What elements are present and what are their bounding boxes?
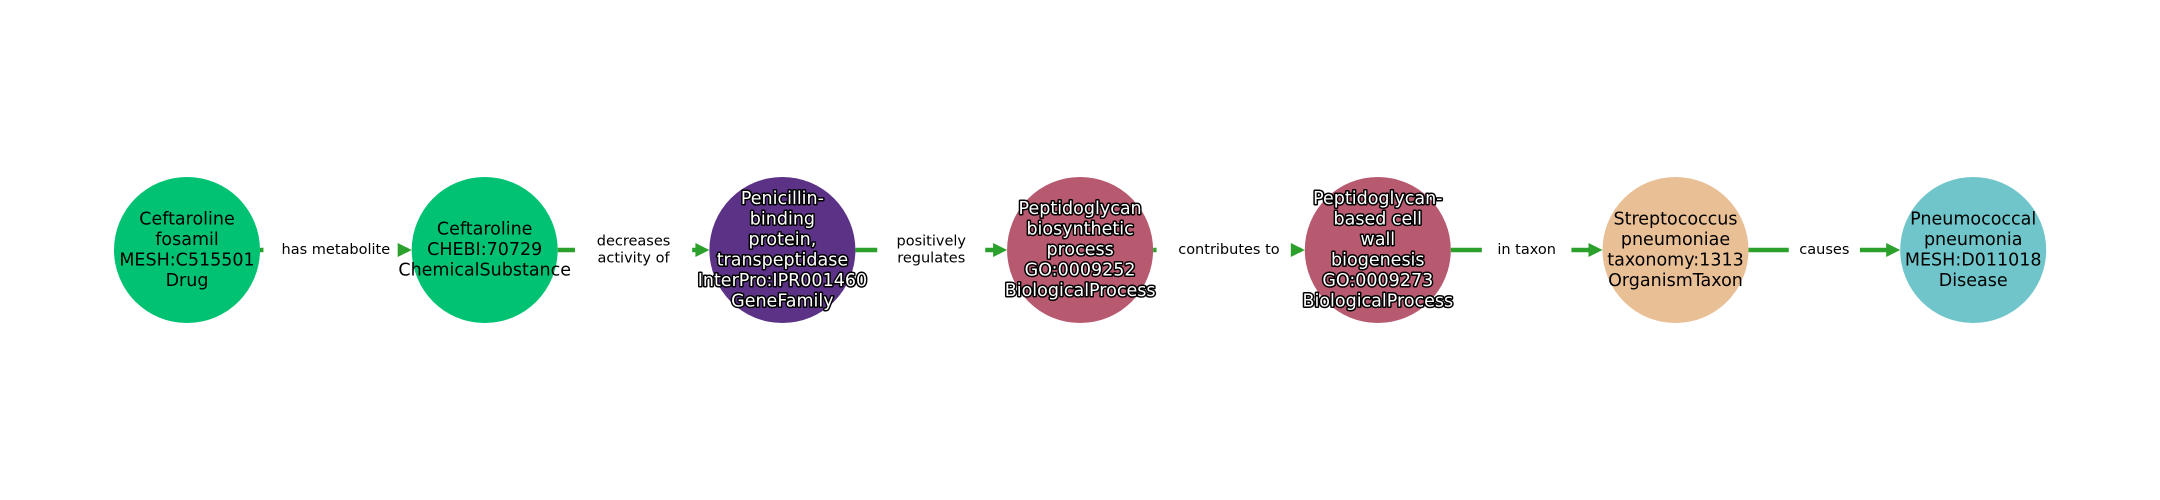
- edge-label: in taxon: [1497, 242, 1556, 258]
- node-label: Pneumococcal: [1910, 209, 2036, 229]
- node-circle[interactable]: [709, 177, 856, 323]
- node-label: Penicillin-: [741, 189, 824, 209]
- edge: has metabolite: [260, 242, 412, 258]
- node-circle[interactable]: [1007, 177, 1154, 323]
- arrowhead-icon: [1290, 243, 1305, 257]
- node-circle[interactable]: [1900, 177, 2047, 323]
- graph-node[interactable]: Peptidoglycan-based cellwallbiogenesisGO…: [1301, 177, 1455, 323]
- graph-node[interactable]: PeptidoglycanbiosyntheticprocessGO:00092…: [1003, 177, 1157, 323]
- arrowhead-icon: [1886, 243, 1901, 257]
- arrowhead-icon: [695, 243, 710, 257]
- node-label: GeneFamily: [731, 291, 834, 311]
- node-label: biogenesis: [1331, 250, 1425, 270]
- edge-label: has metabolite: [282, 242, 391, 258]
- node-label: based cell: [1334, 209, 1423, 229]
- edge: contributes to: [1153, 242, 1305, 258]
- node-label: Ceftaroline: [437, 220, 533, 240]
- node-label: protein,: [749, 230, 817, 250]
- edge-label: contributes to: [1178, 242, 1280, 258]
- node-label: BiologicalProcess: [1302, 291, 1453, 311]
- node-circle[interactable]: [1304, 177, 1451, 323]
- node-label: ChemicalSubstance: [398, 261, 571, 281]
- node-circle[interactable]: [1602, 177, 1749, 323]
- node-label: pneumoniae: [1621, 230, 1730, 250]
- node-label: pneumonia: [1924, 230, 2023, 250]
- node-label: Ceftaroline: [139, 209, 235, 229]
- edge-label: activity of: [598, 251, 671, 267]
- edge-label: causes: [1799, 242, 1849, 258]
- node-label: OrganismTaxon: [1608, 271, 1743, 291]
- arrowhead-icon: [1588, 243, 1603, 257]
- graph-node[interactable]: Streptococcuspneumoniaetaxonomy:1313Orga…: [1602, 177, 1749, 323]
- edge: causes: [1748, 242, 1901, 258]
- node-label: InterPro:IPR001460: [698, 271, 867, 291]
- node-label: Disease: [1939, 271, 2008, 291]
- node-circle[interactable]: [411, 177, 558, 323]
- node-label: BiologicalProcess: [1005, 281, 1156, 301]
- node-label: GO:0009273: [1322, 271, 1433, 291]
- node-label: MESH:C515501: [119, 250, 254, 270]
- edge-label: positively: [897, 234, 967, 250]
- graph-node[interactable]: Penicillin-bindingprotein,transpeptidase…: [696, 177, 869, 323]
- node-label: transpeptidase: [717, 250, 848, 270]
- node-label: binding: [750, 209, 815, 229]
- node-label: biosynthetic: [1026, 220, 1133, 240]
- node-label: Drug: [166, 271, 209, 291]
- node-circle[interactable]: [114, 177, 260, 323]
- node-label: fosamil: [155, 230, 218, 250]
- node-label: GO:0009252: [1025, 261, 1136, 281]
- arrowhead-icon: [397, 243, 412, 257]
- edge-label: regulates: [897, 251, 965, 267]
- arrowhead-icon: [993, 243, 1008, 257]
- node-label: Peptidoglycan: [1019, 199, 1142, 219]
- edge: in taxon: [1450, 242, 1603, 258]
- node-label: wall: [1360, 230, 1395, 250]
- node-label: taxonomy:1313: [1607, 250, 1743, 270]
- node-label: Peptidoglycan-: [1313, 189, 1442, 209]
- edge-label: decreases: [597, 234, 671, 250]
- node-label: CHEBI:70729: [427, 240, 542, 260]
- node-label: Streptococcus: [1613, 209, 1737, 229]
- node-label: MESH:D011018: [1905, 250, 2042, 270]
- node-label: process: [1046, 240, 1113, 260]
